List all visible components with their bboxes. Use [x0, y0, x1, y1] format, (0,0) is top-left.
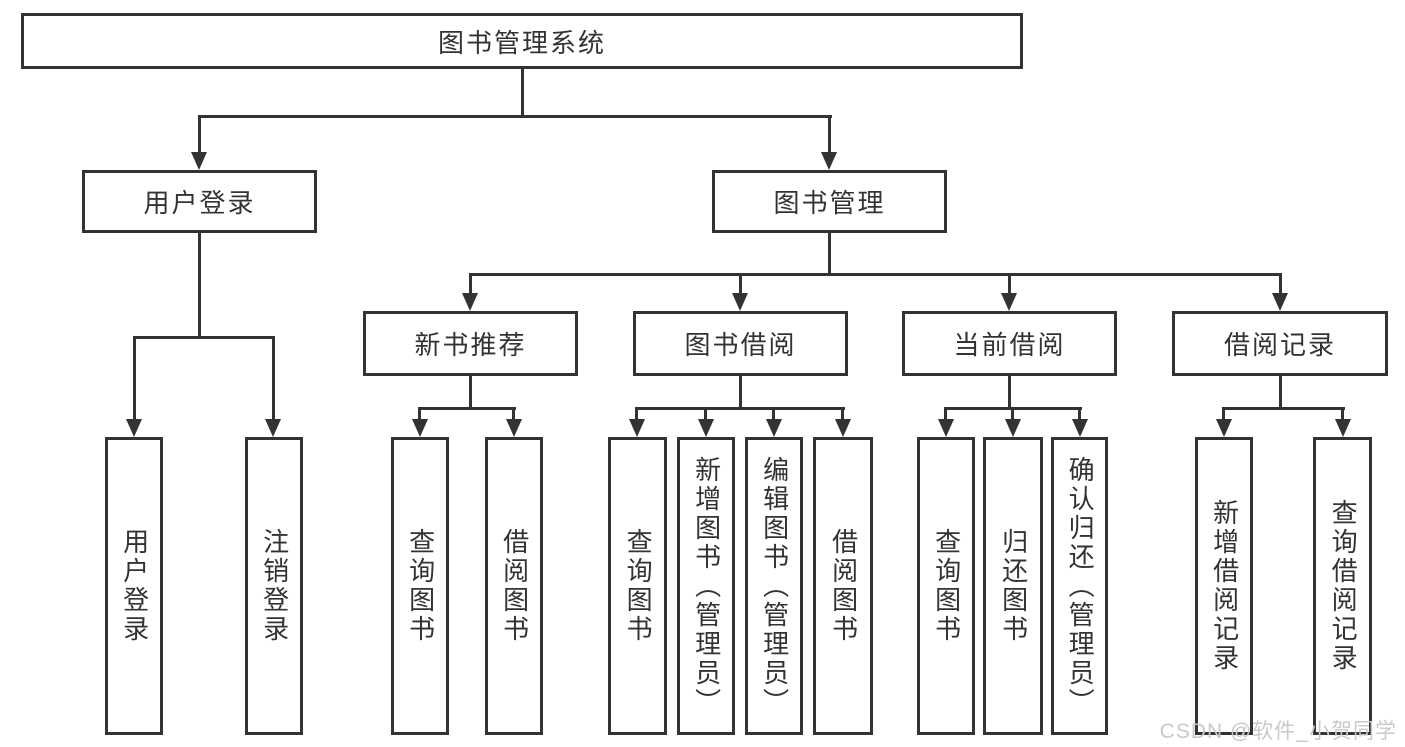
node-book-borrow: 图书借阅 [633, 311, 848, 376]
leaf-query-book-recommend: 查询图书 [391, 437, 449, 735]
connector-line [469, 376, 472, 409]
leaf-add-borrow-record: 新增借阅记录 [1195, 437, 1253, 735]
connector-line [1222, 407, 1225, 423]
connector-line [133, 336, 136, 423]
down-arrowhead [766, 419, 782, 437]
connector-line [418, 407, 421, 423]
csdn-watermark: CSDN @软件_小贺同学 [1159, 720, 1397, 743]
connector-line [1279, 376, 1282, 409]
down-arrowhead [629, 419, 645, 437]
down-arrowhead [265, 419, 281, 437]
leaf-borrow-book: 借阅图书 [813, 437, 873, 735]
connector-line [272, 336, 275, 423]
node-borrow-record: 借阅记录 [1172, 311, 1388, 376]
connector-line [944, 407, 947, 423]
leaf-query-book-current: 查询图书 [917, 437, 975, 735]
connector-line [419, 407, 516, 410]
connector-line [1223, 407, 1345, 410]
leaf-edit-book-admin: 编辑图书（管理员） [745, 437, 803, 735]
down-arrowhead [938, 419, 954, 437]
down-arrowhead [1335, 419, 1351, 437]
down-arrowhead [835, 419, 851, 437]
connector-line [772, 407, 775, 423]
leaf-confirm-return-admin: 确认归还（管理员） [1051, 437, 1108, 735]
down-arrowhead [1272, 293, 1288, 311]
connector-line [1341, 407, 1344, 423]
connector-line [469, 273, 1282, 276]
connector-line [198, 233, 201, 338]
down-arrowhead [732, 293, 748, 311]
connector-line [841, 407, 844, 423]
connector-line [636, 407, 845, 410]
connector-line [739, 376, 742, 409]
connector-line [739, 273, 742, 297]
connector-line [828, 233, 831, 275]
connector-line [198, 115, 832, 118]
connector-line [521, 69, 524, 117]
down-arrowhead [821, 152, 837, 170]
leaf-query-book-borrow: 查询图书 [608, 437, 667, 735]
down-arrowhead [412, 419, 428, 437]
down-arrowhead [191, 152, 207, 170]
down-arrowhead [1216, 419, 1232, 437]
connector-line [1011, 407, 1014, 423]
leaf-logout: 注销登录 [245, 437, 303, 735]
node-new-book-recommend: 新书推荐 [363, 311, 578, 376]
connector-line [1008, 376, 1011, 409]
down-arrowhead [126, 419, 142, 437]
connector-line [1078, 407, 1081, 423]
connector-line [198, 115, 201, 155]
connector-line [635, 407, 638, 423]
down-arrowhead [1001, 293, 1017, 311]
down-arrowhead [506, 419, 522, 437]
connector-line [1008, 273, 1011, 297]
down-arrowhead [462, 293, 478, 311]
leaf-borrow-book-recommend: 借阅图书 [485, 437, 543, 735]
node-library-system: 图书管理系统 [21, 13, 1023, 69]
connector-line [469, 273, 472, 297]
leaf-user-login: 用户登录 [105, 437, 163, 735]
connector-line [704, 407, 707, 423]
leaf-query-borrow-record: 查询借阅记录 [1313, 437, 1372, 735]
node-user-login: 用户登录 [82, 170, 317, 233]
node-book-management: 图书管理 [712, 170, 947, 233]
leaf-add-book-admin: 新增图书（管理员） [677, 437, 735, 735]
down-arrowhead [1072, 419, 1088, 437]
connector-line [133, 336, 275, 339]
node-current-borrow: 当前借阅 [902, 311, 1117, 376]
connector-line [828, 115, 831, 155]
connector-line [512, 407, 515, 423]
down-arrowhead [1005, 419, 1021, 437]
leaf-return-book: 归还图书 [983, 437, 1043, 735]
connector-line [1279, 273, 1282, 297]
down-arrowhead [698, 419, 714, 437]
